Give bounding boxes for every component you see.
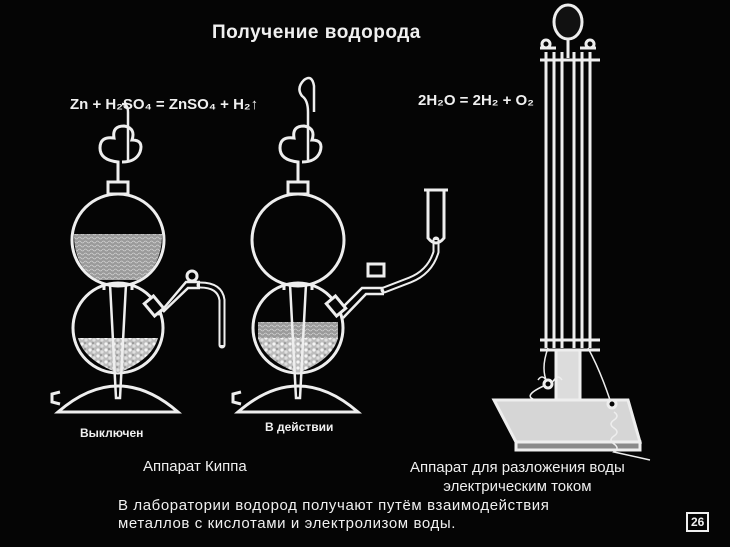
footer-text: В лаборатории водород получают путём вза… (118, 497, 550, 533)
equation-electrolysis: 2H₂O = 2H₂ + O₂ (418, 92, 534, 109)
kipp-apparatus-off (50, 102, 226, 414)
label-kipp-apparatus: Аппарат Киппа (143, 458, 247, 475)
kipp-apparatus-active (231, 76, 448, 414)
equation-kipp: Zn + H₂SO₄ = ZnSO₄ + H₂↑ (70, 96, 259, 113)
label-electrolysis-line1: Аппарат для разложения воды (410, 459, 625, 476)
page-number: 26 (686, 512, 710, 532)
page-title: Получение водорода (212, 22, 421, 43)
footer-line1: В лаборатории водород получают путём вза… (118, 497, 550, 514)
electrolysis-apparatus (491, 3, 651, 461)
label-electrolysis-line2: электрическим током (443, 478, 592, 495)
label-electrolysis-apparatus: Аппарат для разложения воды электрически… (410, 458, 625, 496)
footer-line2: металлов с кислотами и электролизом воды… (118, 515, 456, 532)
caption-on: В действии (265, 420, 334, 434)
caption-off: Выключен (80, 426, 144, 440)
